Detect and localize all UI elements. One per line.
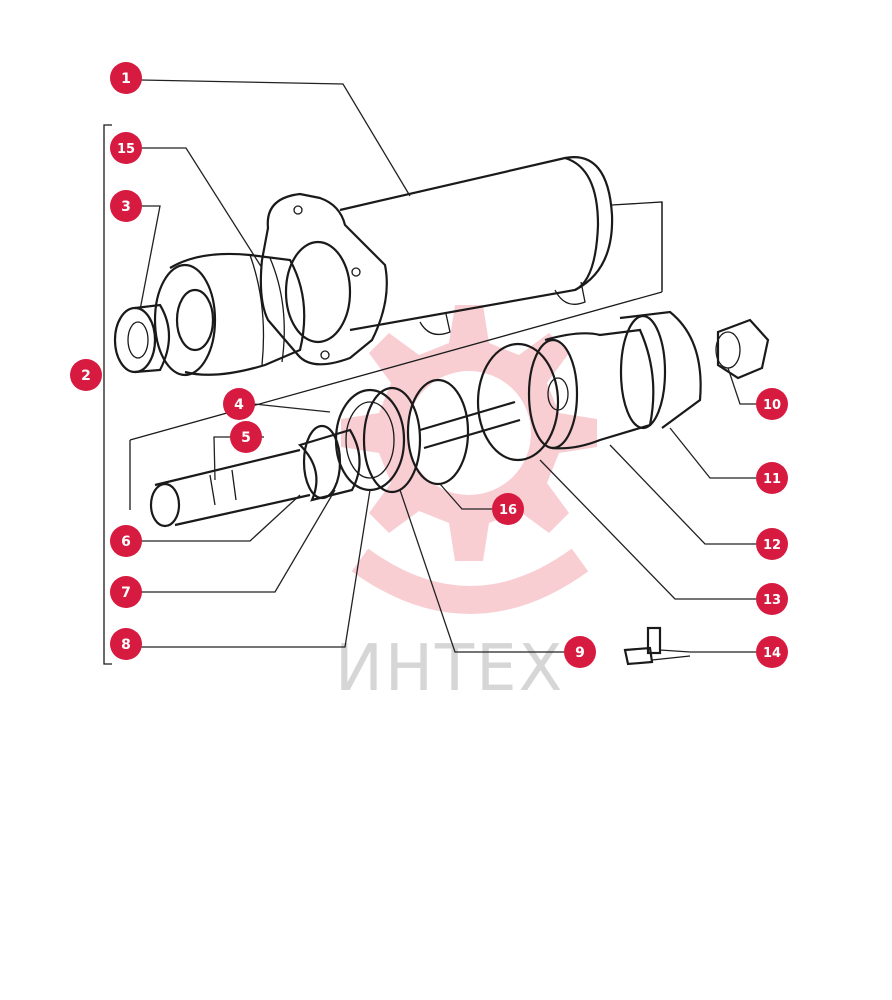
callout-6: 6 [110,525,142,557]
svg-text:14: 14 [763,646,781,661]
piston [476,328,655,462]
watermark-text: ИНТЕХ [335,632,564,706]
svg-text:1: 1 [121,71,131,87]
lock-nut [715,318,770,380]
svg-text:12: 12 [763,538,781,553]
svg-text:11: 11 [763,472,781,487]
assembly-bracket [103,124,112,665]
grease-nipple [623,626,691,666]
callout-1: 1 [110,62,142,94]
callout-12: 12 [756,528,788,560]
guide-ring [619,310,702,430]
callout-14: 14 [756,636,788,668]
svg-text:5: 5 [241,430,251,446]
callout-7: 7 [110,576,142,608]
callout-8: 8 [110,628,142,660]
svg-text:4: 4 [234,397,244,413]
callout-13: 13 [756,583,788,615]
callout-5: 5 [230,421,262,453]
callout-4: 4 [223,388,255,420]
svg-text:6: 6 [121,534,131,550]
watermark-gear-icon [341,305,597,614]
callout-16: 16 [492,493,524,525]
callout-2: 2 [70,359,102,391]
svg-text:13: 13 [763,593,781,608]
callout-9: 9 [564,636,596,668]
assembly-outline [129,202,663,510]
svg-text:16: 16 [499,503,517,518]
svg-text:9: 9 [575,645,585,661]
svg-text:2: 2 [81,368,91,384]
svg-text:15: 15 [117,142,135,157]
svg-text:7: 7 [121,585,131,601]
leader-lines [139,79,756,653]
callout-11: 11 [756,462,788,494]
wiper-seal [113,303,170,374]
callout-10: 10 [756,388,788,420]
svg-text:8: 8 [121,637,131,653]
bearing-housing [153,252,306,377]
svg-text:10: 10 [763,398,781,413]
svg-text:3: 3 [121,199,131,215]
callout-15: 15 [110,132,142,164]
callout-3: 3 [110,190,142,222]
